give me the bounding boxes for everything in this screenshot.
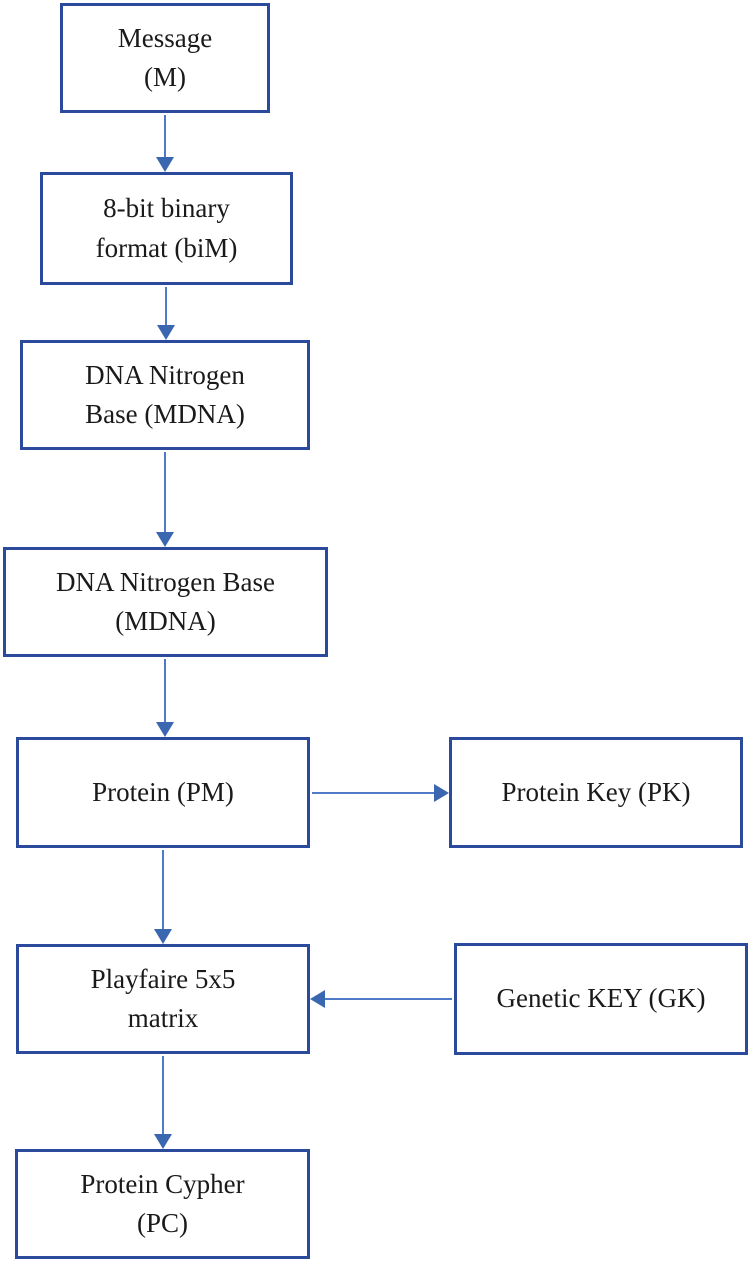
node-protein-key-line1: Protein Key (PK) — [501, 776, 691, 807]
arrow-mdna1-to-mdna2 — [156, 452, 174, 547]
node-dna-nitrogen-base-1-line2: Base (MDNA) — [85, 399, 245, 429]
node-protein-line1: Protein (PM) — [92, 776, 234, 807]
node-genetic-key-line1: Genetic KEY (GK) — [496, 983, 706, 1014]
node-protein: Protein (PM) — [16, 737, 310, 848]
node-playfaire-matrix: Playfaire 5x5 matrix — [16, 944, 310, 1054]
node-dna-nitrogen-base-2-line2: (MDNA) — [115, 606, 216, 636]
node-protein-key: Protein Key (PK) — [449, 737, 743, 848]
node-genetic-key: Genetic KEY (GK) — [454, 943, 748, 1055]
arrow-binary-to-mdna1 — [157, 287, 175, 340]
node-protein-cypher: Protein Cypher (PC) — [15, 1149, 310, 1259]
node-protein-key-label: Protein Key (PK) — [452, 773, 740, 812]
node-playfaire-matrix-line1: Playfaire 5x5 — [90, 963, 236, 994]
node-dna-nitrogen-base-2-line1: DNA Nitrogen Base — [56, 566, 275, 597]
node-8bit-binary-label: 8-bit binary format (biM) — [43, 189, 290, 267]
arrow-protein-to-protein-key — [312, 784, 449, 802]
node-playfaire-matrix-line2: matrix — [127, 1003, 199, 1033]
node-playfaire-matrix-label: Playfaire 5x5 matrix — [19, 960, 307, 1038]
arrow-playfaire-to-protein-cypher — [154, 1056, 172, 1149]
node-dna-nitrogen-base-1: DNA Nitrogen Base (MDNA) — [20, 340, 310, 450]
node-8bit-binary: 8-bit binary format (biM) — [40, 172, 293, 285]
node-message-line2: (M) — [144, 62, 186, 92]
node-genetic-key-label: Genetic KEY (GK) — [457, 979, 745, 1018]
node-message-label: Message (M) — [63, 19, 267, 97]
node-8bit-binary-line1: 8-bit binary — [103, 193, 230, 224]
node-message: Message (M) — [60, 3, 270, 113]
arrow-mdna2-to-protein — [156, 659, 174, 737]
arrow-genetic-key-to-playfaire — [310, 990, 452, 1008]
node-protein-cypher-line1: Protein Cypher — [80, 1168, 245, 1199]
arrow-protein-to-playfaire — [154, 850, 172, 944]
node-dna-nitrogen-base-2-label: DNA Nitrogen Base (MDNA) — [6, 563, 325, 641]
node-message-line1: Message — [117, 22, 213, 53]
node-dna-nitrogen-base-2: DNA Nitrogen Base (MDNA) — [3, 547, 328, 657]
arrow-message-to-binary — [156, 115, 174, 172]
node-dna-nitrogen-base-1-line1: DNA Nitrogen — [85, 359, 245, 390]
node-protein-label: Protein (PM) — [19, 773, 307, 812]
node-8bit-binary-line2: format (biM) — [95, 232, 238, 263]
node-protein-cypher-label: Protein Cypher (PC) — [18, 1165, 307, 1243]
node-dna-nitrogen-base-1-label: DNA Nitrogen Base (MDNA) — [23, 356, 307, 434]
node-protein-cypher-line2: (PC) — [136, 1208, 188, 1238]
